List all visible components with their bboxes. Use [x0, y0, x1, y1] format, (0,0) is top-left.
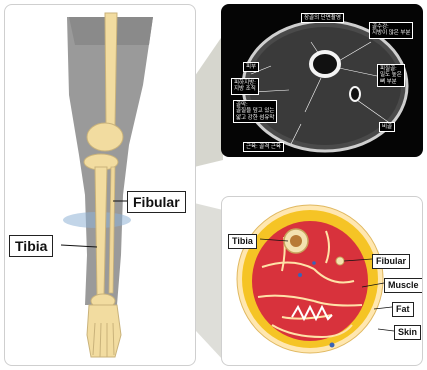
- ct-label-line: 장골의 단면촬영: [304, 15, 341, 21]
- cross-section-panel: Tibia Fibular Muscle Fat Skin: [221, 196, 423, 366]
- foot-bones: [87, 305, 121, 357]
- ct-label-line: 근육: 골격 근육: [246, 144, 281, 150]
- ct-label-line: 밀도 높은: [380, 72, 402, 78]
- cs-fibular-label: Fibular: [372, 254, 410, 269]
- ct-label-line: 골질을 덮고 있는: [236, 108, 274, 114]
- leg-skeleton-illustration: [5, 5, 196, 366]
- fibular-label: Fibular: [127, 191, 186, 213]
- ct-label-marrow: 골수강: 지방이 많은 부분: [369, 22, 413, 39]
- ct-label-line: 뼈 부분: [380, 79, 402, 85]
- fibula-section: [336, 257, 344, 265]
- ct-label-line: 피부: [246, 64, 256, 70]
- ct-label-fibula: 비골: [379, 122, 395, 132]
- ct-label-periosteum: 골막: 골질을 덮고 있는 얇고 강한 섬유막: [233, 100, 277, 123]
- ct-fibula: [350, 87, 360, 101]
- tibia-label: Tibia: [9, 235, 53, 257]
- cs-skin-label: Skin: [394, 325, 421, 340]
- ct-label-skin: 피부: [243, 62, 259, 72]
- leg-panel: Fibular Tibia: [4, 4, 196, 366]
- cs-muscle-label: Muscle: [384, 278, 423, 293]
- femur-bone: [105, 13, 117, 125]
- cs-fat-label: Fat: [392, 302, 414, 317]
- ct-label-muscle: 근육: 골격 근육: [243, 142, 284, 152]
- ct-label-subcutaneous-fat: 피하지방: 지방 조직: [231, 78, 259, 95]
- ct-label-line: 얇고 강한 섬유막: [236, 115, 274, 121]
- cs-tibia-label: Tibia: [228, 234, 257, 249]
- ct-label-line: 지방이 많은 부분: [372, 30, 410, 36]
- ct-scan-panel: 장골의 단면촬영 골수강: 지방이 많은 부분 피부 피하지방: 지방 조직 피…: [221, 4, 423, 157]
- ct-label-cortical-bone: 피질골: 밀도 높은 뼈 부분: [377, 64, 405, 87]
- ct-label-long-bone: 장골의 단면촬영: [301, 13, 344, 23]
- knee-joint: [87, 123, 123, 151]
- ct-label-line: 비골: [382, 124, 392, 130]
- ct-label-line: 지방 조직: [234, 86, 256, 92]
- ct-tibia: [311, 52, 339, 76]
